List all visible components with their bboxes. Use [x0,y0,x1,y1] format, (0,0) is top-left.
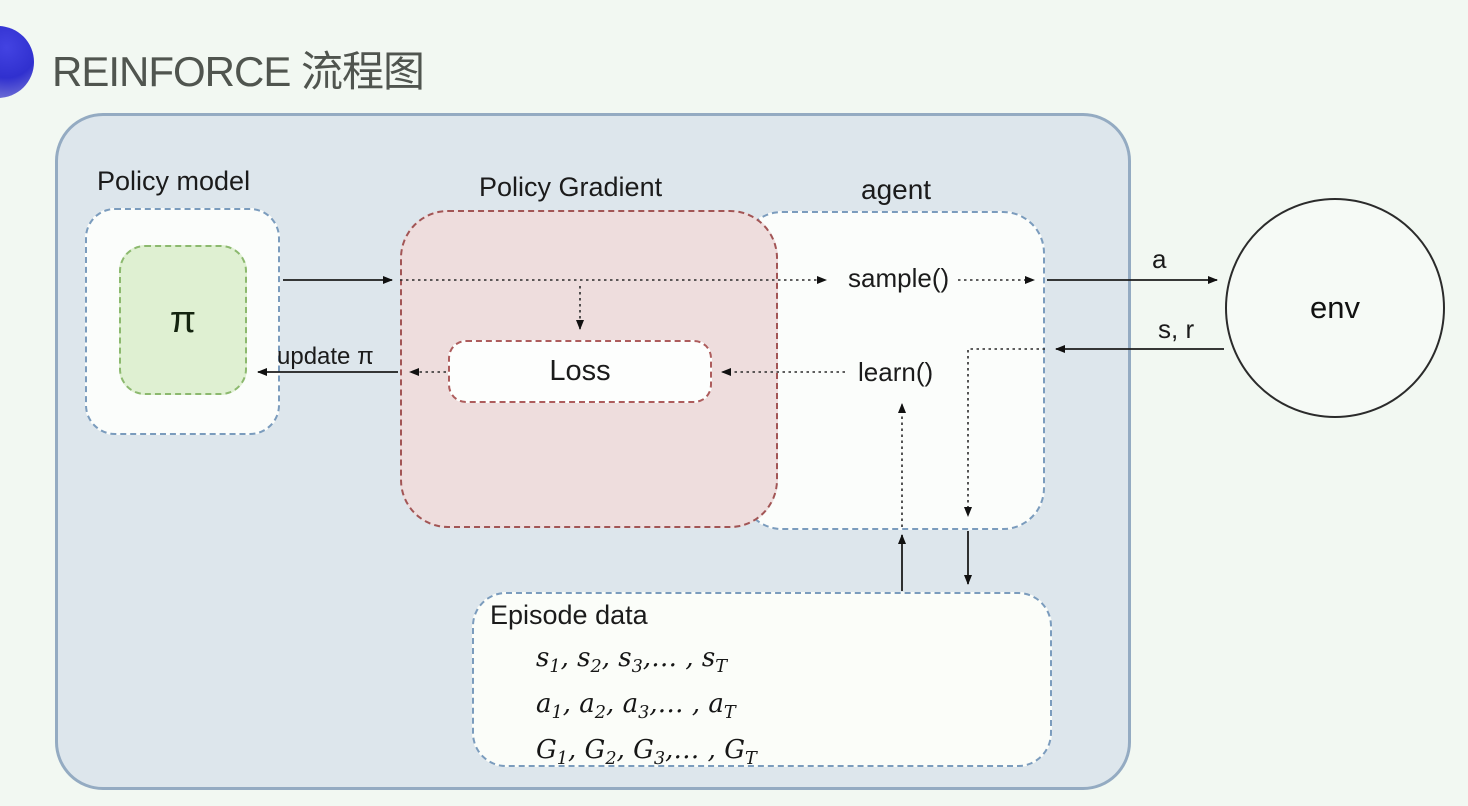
bullet-sphere-icon [0,26,34,98]
action-edge-label: a [1152,244,1167,274]
sample-method-label: sample() [848,263,950,293]
page-title: REINFORCE 流程图 [52,48,425,95]
policy-model-label: Policy model [97,166,251,196]
episode-states-line: s1, s2, s3,… , sT [536,643,728,678]
episode-data-box [472,592,1052,767]
learn-method-label: learn() [858,357,934,387]
state-reward-edge-label: s, r [1158,314,1195,344]
update-pi-edge-label: update π [277,343,374,370]
env-circle: env [1225,198,1445,418]
episode-data-sequences: s1, s2, s3,… , sT a1, a2, a3,… , aT G1, … [536,640,757,779]
episode-data-label: Episode data [490,600,648,630]
loss-box: Loss [448,340,712,403]
episode-returns-line: G1, G2, G3,… , GT [536,735,757,770]
policy-gradient-label: Policy Gradient [479,172,663,202]
pi-box: π [119,245,247,395]
episode-actions-line: a1, a2, a3,… , aT [536,689,736,724]
agent-label: agent [861,174,932,205]
